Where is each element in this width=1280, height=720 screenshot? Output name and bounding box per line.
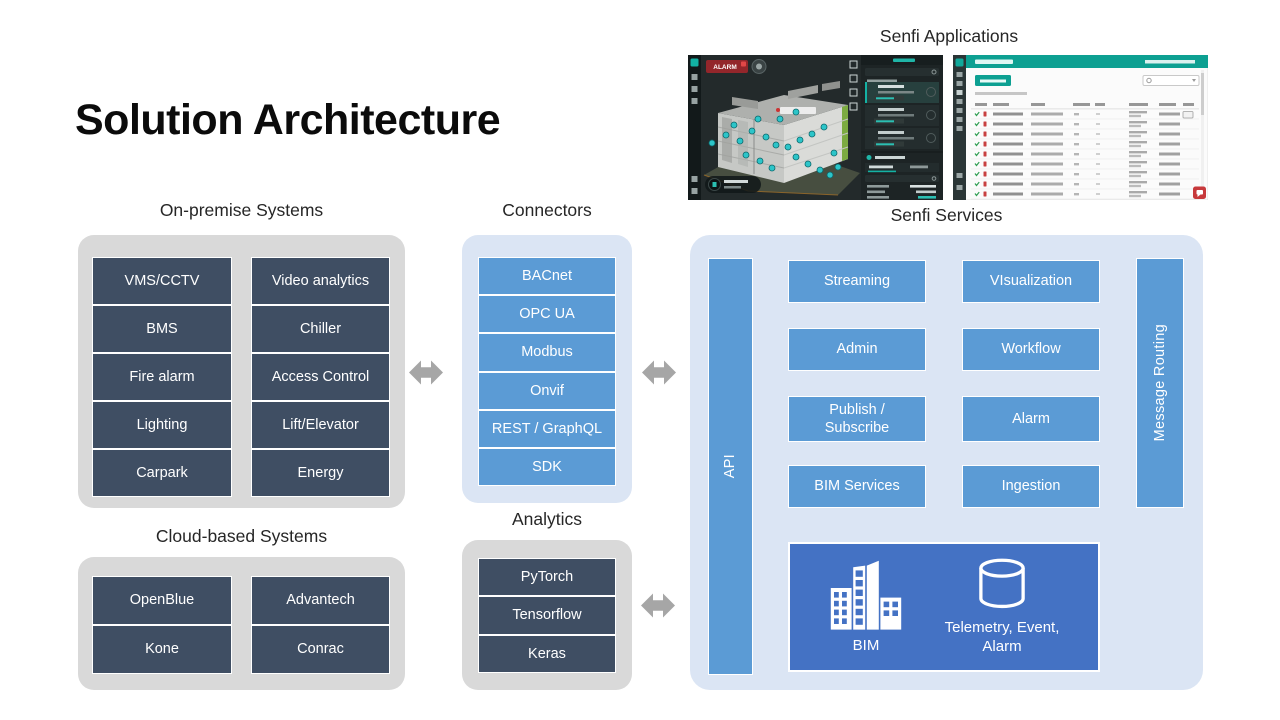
service-item: Admin xyxy=(788,328,926,371)
connector-item: Onvif xyxy=(478,371,616,410)
telemetry-label: Telemetry, Event, Alarm xyxy=(944,619,1060,655)
alarm-badge: ALARM xyxy=(706,59,767,74)
service-item: Ingestion xyxy=(962,465,1100,508)
analytics-label: Analytics xyxy=(511,509,583,529)
connectors-column: BACnet OPC UA Modbus Onvif REST / GraphQ… xyxy=(478,257,616,487)
bim-label: BIM xyxy=(852,636,880,654)
admin-header-bar xyxy=(966,55,1208,68)
message-routing-label: Message Routing xyxy=(1151,324,1168,442)
svg-text:ALARM: ALARM xyxy=(713,64,736,71)
left-right-arrow-icon xyxy=(642,360,676,385)
system-item: Conrac xyxy=(251,625,390,674)
viewer-info-pill xyxy=(705,176,761,193)
telemetry-store-item: Telemetry, Event, Alarm xyxy=(942,557,1062,657)
admin-search-input xyxy=(1142,75,1200,86)
service-item: Streaming xyxy=(788,260,926,303)
admin-chat-button xyxy=(1193,186,1206,199)
cloud-systems-label: Cloud-based Systems xyxy=(155,526,328,546)
connector-item: BACnet xyxy=(478,257,616,296)
bim-store-item: BIM xyxy=(826,559,906,656)
system-item: Lighting xyxy=(92,401,232,449)
analytics-panel: PyTorch Tensorflow Keras xyxy=(462,540,632,690)
system-item: Chiller xyxy=(251,305,390,353)
system-item: BMS xyxy=(92,305,232,353)
connector-item: Modbus xyxy=(478,333,616,372)
system-item: Kone xyxy=(92,625,232,674)
app-admin-table-screenshot xyxy=(953,55,1208,200)
viewer-sidebar xyxy=(688,55,701,200)
connectors-panel: BACnet OPC UA Modbus Onvif REST / GraphQ… xyxy=(462,235,632,503)
cloud-systems-panel: OpenBlue Kone Advantech Conrac xyxy=(78,557,405,690)
app-3d-viewer-screenshot: ALARM xyxy=(688,55,943,200)
system-item: Fire alarm xyxy=(92,353,232,401)
bim-building-icon xyxy=(830,560,902,630)
analytics-column: PyTorch Tensorflow Keras xyxy=(478,558,616,673)
system-item: OpenBlue xyxy=(92,576,232,625)
system-item: Energy xyxy=(251,449,390,497)
analytics-item: Keras xyxy=(478,634,616,673)
service-item: VIsualization xyxy=(962,260,1100,303)
system-item: Access Control xyxy=(251,353,390,401)
service-item: Alarm xyxy=(962,396,1100,442)
on-premise-column-2: Video analytics Chiller Access Control L… xyxy=(251,257,390,497)
connector-item: REST / GraphQL xyxy=(478,409,616,448)
page-title: Solution Architecture xyxy=(75,96,501,144)
system-item: VMS/CCTV xyxy=(92,257,232,305)
on-premise-label: On-premise Systems xyxy=(159,200,324,220)
system-item: Lift/Elevator xyxy=(251,401,390,449)
system-item: Carpark xyxy=(92,449,232,497)
senfi-applications-label: Senfi Applications xyxy=(879,26,1019,46)
sensor-markers xyxy=(708,108,842,179)
cloud-column-1: OpenBlue Kone xyxy=(92,576,232,674)
analytics-item: Tensorflow xyxy=(478,596,616,635)
system-item: Advantech xyxy=(251,576,390,625)
admin-add-new-button xyxy=(975,75,1011,86)
admin-sidebar xyxy=(953,55,966,200)
api-bar: API xyxy=(708,258,753,675)
telemetry-database-icon xyxy=(979,558,1025,609)
analytics-item: PyTorch xyxy=(478,558,616,597)
senfi-services-panel: API Streaming VIsualization Admin Workfl… xyxy=(690,235,1203,690)
message-routing-bar: Message Routing xyxy=(1136,258,1184,508)
connectors-label: Connectors xyxy=(502,200,592,220)
admin-table xyxy=(970,70,1204,200)
service-item: Workflow xyxy=(962,328,1100,371)
on-premise-column-1: VMS/CCTV BMS Fire alarm Lighting Carpark xyxy=(92,257,232,497)
data-store-box: BIM Telemetry, Event, Alarm xyxy=(788,542,1100,672)
api-bar-label: API xyxy=(722,454,739,479)
left-right-arrow-icon xyxy=(641,593,675,618)
service-item: Publish / Subscribe xyxy=(788,396,926,442)
service-item: BIM Services xyxy=(788,465,926,508)
system-item: Video analytics xyxy=(251,257,390,305)
cloud-column-2: Advantech Conrac xyxy=(251,576,390,674)
viewer-toolbar-icons xyxy=(849,60,858,111)
viewer-asset-panel xyxy=(861,55,943,200)
left-right-arrow-icon xyxy=(409,360,443,385)
connector-item: OPC UA xyxy=(478,295,616,334)
on-premise-panel: VMS/CCTV BMS Fire alarm Lighting Carpark… xyxy=(78,235,405,508)
senfi-services-label: Senfi Services xyxy=(890,205,1003,225)
connector-item: SDK xyxy=(478,447,616,487)
